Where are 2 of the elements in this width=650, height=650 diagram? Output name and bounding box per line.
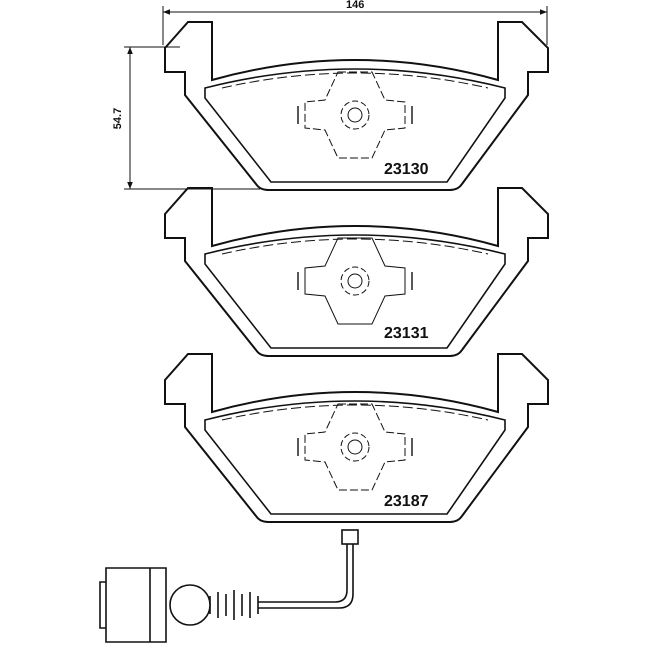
dimension-label: 54.7 — [112, 107, 124, 129]
dimension-label: 146 — [346, 0, 364, 11]
